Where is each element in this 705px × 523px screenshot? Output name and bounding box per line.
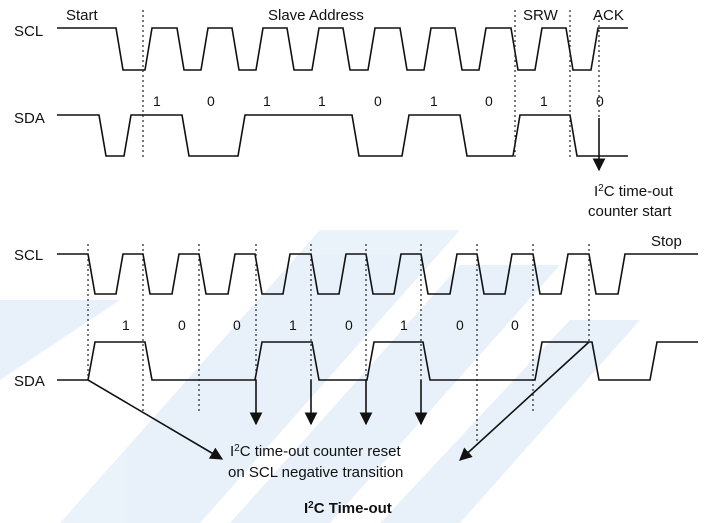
watermark-stripe [380, 320, 640, 523]
bottom-scl-waveform [57, 253, 698, 295]
top-bit: 1 [540, 93, 548, 109]
bottom-bit: 0 [178, 317, 186, 333]
counter-reset-text: I2C time-out counter reset [230, 443, 401, 461]
start-label: Start [66, 7, 99, 24]
top-bit: 0 [207, 93, 215, 109]
figure-caption: I2C Time-out [304, 500, 392, 518]
top-scl-label: SCL [14, 23, 43, 40]
bottom-bit: 1 [122, 317, 130, 333]
bottom-sda-waveform [57, 341, 698, 381]
counter-start-text-line2: counter start [588, 203, 672, 220]
bottom-scl-label: SCL [14, 247, 43, 264]
counter-reset-text-line2: on SCL negative transition [228, 464, 403, 481]
watermark-stripe [0, 300, 120, 380]
top-sda-label: SDA [14, 110, 45, 127]
slave-address-label: Slave Address [268, 7, 364, 24]
bottom-bit: 1 [289, 317, 297, 333]
top-sda-waveform [57, 114, 628, 157]
top-scl-waveform [57, 27, 628, 71]
srw-label: SRW [523, 7, 559, 24]
watermark-stripe [60, 230, 460, 523]
counter-start-text: I2C time-out [594, 183, 674, 201]
bottom-bit: 0 [456, 317, 464, 333]
bottom-bit: 0 [511, 317, 519, 333]
top-bit: 1 [263, 93, 271, 109]
bottom-sda-label: SDA [14, 373, 45, 390]
top-bit: 1 [318, 93, 326, 109]
stop-label: Stop [651, 233, 682, 250]
top-bit: 0 [596, 93, 604, 109]
top-bit: 0 [374, 93, 382, 109]
reset-diagonal-arrow-left [87, 379, 224, 460]
top-bit: 1 [430, 93, 438, 109]
bottom-bit: 0 [345, 317, 353, 333]
reset-diagonal-arrow-right [459, 341, 590, 461]
bottom-bit: 0 [233, 317, 241, 333]
bottom-bit: 1 [400, 317, 408, 333]
ack-label: ACK [593, 7, 624, 24]
top-bit: 0 [485, 93, 493, 109]
watermark-stripes [0, 230, 640, 523]
top-bit: 1 [153, 93, 161, 109]
